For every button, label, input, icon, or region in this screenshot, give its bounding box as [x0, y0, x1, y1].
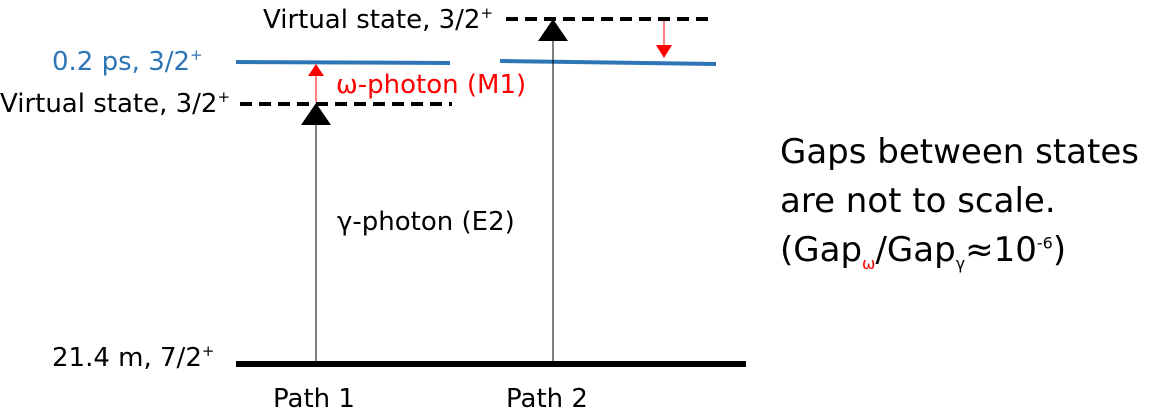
gap-middle: /Gap — [875, 230, 956, 270]
ground-state-label: 21.4 m, 7/2+ — [52, 342, 214, 373]
virtual-state-label-path2: Virtual state, 3/2+ — [263, 4, 493, 35]
gap-prefix: (Gap — [780, 230, 863, 270]
gamma-arrowhead-path1 — [301, 103, 331, 125]
scale-note: Gaps between states are not to scale. (G… — [780, 128, 1139, 275]
gamma-photon-label: γ-photon (E2) — [337, 207, 515, 237]
exponent: -6 — [1036, 233, 1053, 253]
scale-note-line2: are not to scale. — [780, 181, 1056, 221]
excited-state-line-path1 — [235, 60, 451, 65]
omega-arrowhead-path2 — [656, 45, 672, 58]
virtual-state-label-path1: Virtual state, 3/2+ — [0, 88, 230, 119]
omega-photon-label: ω-photon (M1) — [336, 70, 526, 100]
omega-subscript: ω — [862, 253, 876, 273]
excited-state-label: 0.2 ps, 3/2+ — [52, 46, 203, 77]
scale-note-line3: (Gapω/Gapγ≈10-6) — [780, 226, 1139, 275]
path2-label: Path 2 — [506, 384, 588, 414]
excited-state-line-path2 — [499, 59, 717, 66]
scale-note-line1: Gaps between states — [780, 132, 1139, 172]
approx-value: ≈10 — [965, 230, 1037, 270]
omega-arrowhead-path1 — [308, 64, 324, 76]
gamma-subscript: γ — [955, 253, 966, 273]
gap-suffix: ) — [1052, 230, 1067, 270]
gamma-arrowhead-path2 — [538, 19, 568, 41]
path1-label: Path 1 — [273, 384, 355, 414]
